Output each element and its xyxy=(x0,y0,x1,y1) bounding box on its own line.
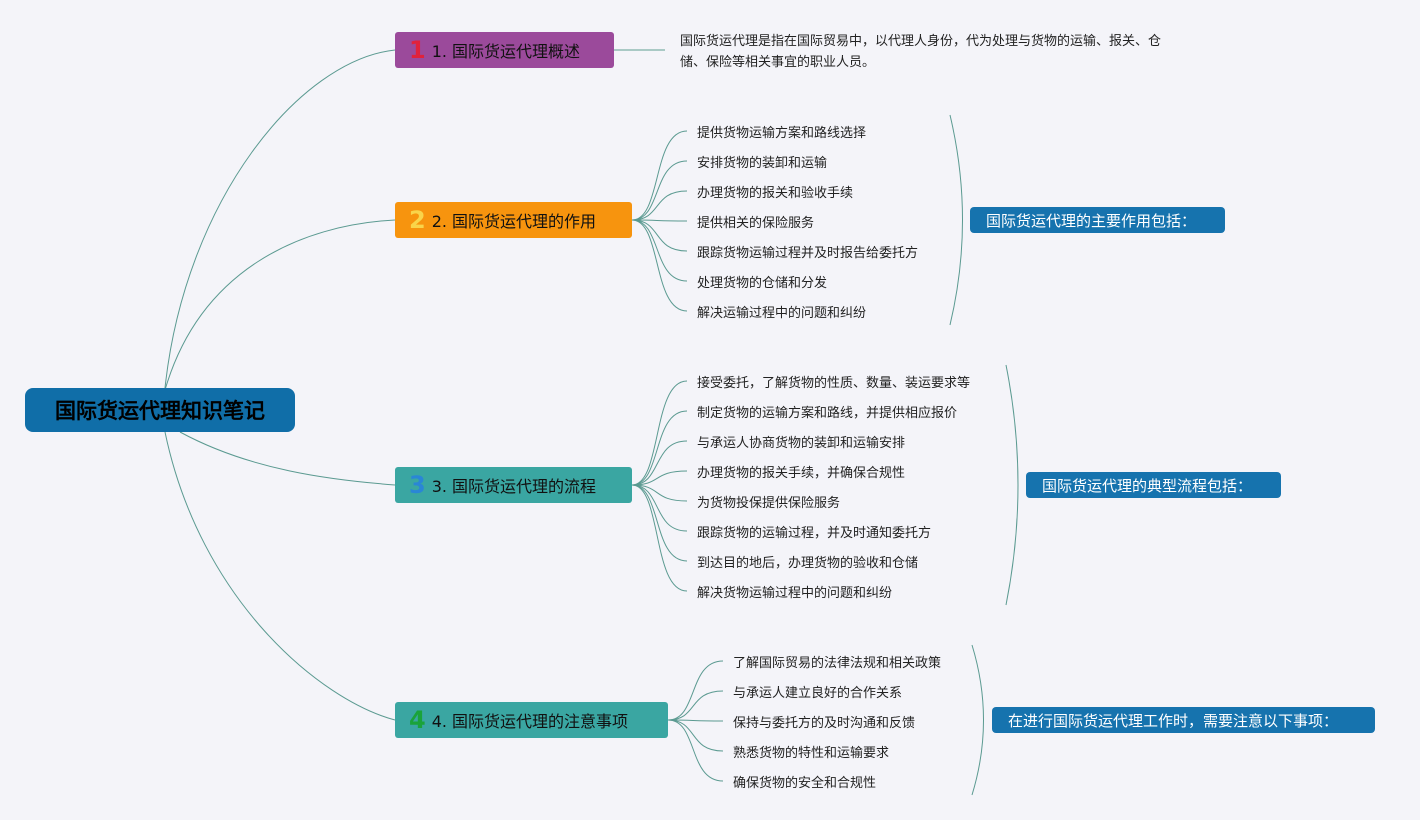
connector-leaf xyxy=(631,440,688,486)
bracket-4 xyxy=(971,644,984,796)
leaf-item[interactable]: 熟悉货物的特性和运输要求 xyxy=(733,746,890,761)
connector-leaf xyxy=(631,190,688,221)
leaf-item[interactable]: 跟踪货物的运输过程，并及时通知委托方 xyxy=(697,526,932,541)
connector-leaf xyxy=(631,484,688,502)
branch-label: 1. 国际货运代理概述 xyxy=(431,42,581,61)
leaf-item[interactable]: 解决运输过程中的问题和纠纷 xyxy=(697,306,867,321)
connector-leaf xyxy=(667,719,724,752)
connector-leaf xyxy=(631,219,688,312)
leaf-item[interactable]: 为货物投保提供保险服务 xyxy=(697,496,841,511)
connector-leaf xyxy=(631,470,688,486)
bracket-2 xyxy=(949,114,963,326)
leaf-item[interactable]: 提供相关的保险服务 xyxy=(697,216,815,231)
leaf-item[interactable]: 与承运人建立良好的合作关系 xyxy=(733,686,903,701)
connector-leaf xyxy=(667,660,724,721)
branch-notes[interactable]: 4 4. 国际货运代理的注意事项 xyxy=(395,702,668,738)
connector-leaf xyxy=(631,484,688,592)
connector-root-4 xyxy=(164,431,396,721)
branch-process[interactable]: 3 3. 国际货运代理的流程 xyxy=(395,467,632,503)
leaf-item[interactable]: 制定货物的运输方案和路线，并提供相应报价 xyxy=(697,406,958,421)
branch-overview[interactable]: 1 1. 国际货运代理概述 xyxy=(395,32,614,68)
leaf-item[interactable]: 办理货物的报关手续，并确保合规性 xyxy=(697,466,906,481)
connector-leaf xyxy=(631,219,688,282)
summary-notes[interactable]: 在进行国际货运代理工作时，需要注意以下事项： xyxy=(992,707,1375,733)
leaf-item[interactable]: 跟踪货物运输过程并及时报告给委托方 xyxy=(697,246,919,261)
leaf-item[interactable]: 保持与委托方的及时沟通和反馈 xyxy=(733,716,916,731)
overview-description[interactable]: 国际货运代理是指在国际贸易中，以代理人身份，代为处理与货物的运输、报关、仓储、保… xyxy=(680,34,1162,70)
number-4-icon: 4 xyxy=(409,706,426,734)
connector-leaf xyxy=(631,380,688,486)
number-3-icon: 3 xyxy=(409,471,426,499)
leaf-item[interactable]: 提供货物运输方案和路线选择 xyxy=(697,126,867,141)
leaf-item[interactable]: 安排货物的装卸和运输 xyxy=(697,156,828,171)
leaf-item[interactable]: 接受委托，了解货物的性质、数量、装运要求等 xyxy=(697,376,971,391)
summary-roles[interactable]: 国际货运代理的主要作用包括： xyxy=(970,207,1225,233)
leaf-item[interactable]: 了解国际贸易的法律法规和相关政策 xyxy=(733,656,942,671)
leaf-item[interactable]: 确保货物的安全和合规性 xyxy=(733,776,877,791)
connector-leaf xyxy=(631,410,688,486)
connector-root-2 xyxy=(164,219,396,391)
branch-roles[interactable]: 2 2. 国际货运代理的作用 xyxy=(395,202,632,238)
connector-leaf xyxy=(631,484,688,562)
bracket-3 xyxy=(1005,364,1019,606)
connector-leaf xyxy=(667,719,724,782)
connector-leaf xyxy=(631,219,688,252)
connector-leaf xyxy=(631,130,688,221)
connector-leaf xyxy=(667,719,724,722)
summary-process[interactable]: 国际货运代理的典型流程包括： xyxy=(1026,472,1281,498)
number-1-icon: 1 xyxy=(409,36,426,64)
leaf-item[interactable]: 与承运人协商货物的装卸和运输安排 xyxy=(697,436,906,451)
connector-root-1 xyxy=(164,49,396,389)
leaf-item[interactable]: 处理货物的仓储和分发 xyxy=(697,276,828,291)
connector-leaf xyxy=(631,219,688,222)
branch-label: 2. 国际货运代理的作用 xyxy=(431,212,597,231)
leaf-item[interactable]: 到达目的地后，办理货物的验收和仓储 xyxy=(697,556,919,571)
connector-leaf xyxy=(631,160,688,221)
root-topic[interactable]: 国际货运代理知识笔记 xyxy=(25,388,295,432)
connector-root-3 xyxy=(179,431,396,486)
leaf-item[interactable]: 解决货物运输过程中的问题和纠纷 xyxy=(697,586,893,601)
connector-leaf xyxy=(631,484,688,532)
number-2-icon: 2 xyxy=(409,206,426,234)
branch-label: 4. 国际货运代理的注意事项 xyxy=(431,712,629,731)
connector-leaf xyxy=(667,690,724,721)
branch-label: 3. 国际货运代理的流程 xyxy=(431,477,597,496)
leaf-item[interactable]: 办理货物的报关和验收手续 xyxy=(697,186,854,201)
